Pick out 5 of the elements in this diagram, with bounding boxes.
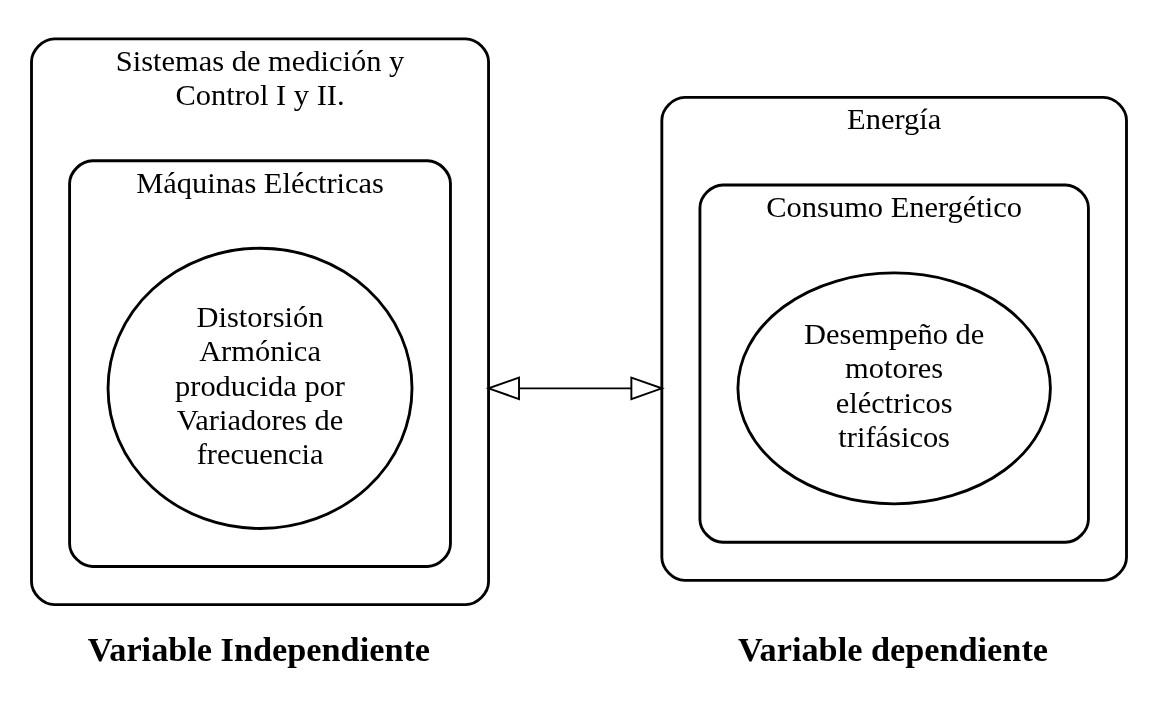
arrow xyxy=(485,375,665,400)
node-label: Variable Independiente xyxy=(87,629,431,668)
node-circle: Distorsión Armónica producida por Variadores de frecuencia xyxy=(106,246,414,530)
node-label: Variable dependiente xyxy=(738,629,1049,668)
node-ellipse: Desempeño de motores eléctricos trifásicos xyxy=(736,271,1052,505)
